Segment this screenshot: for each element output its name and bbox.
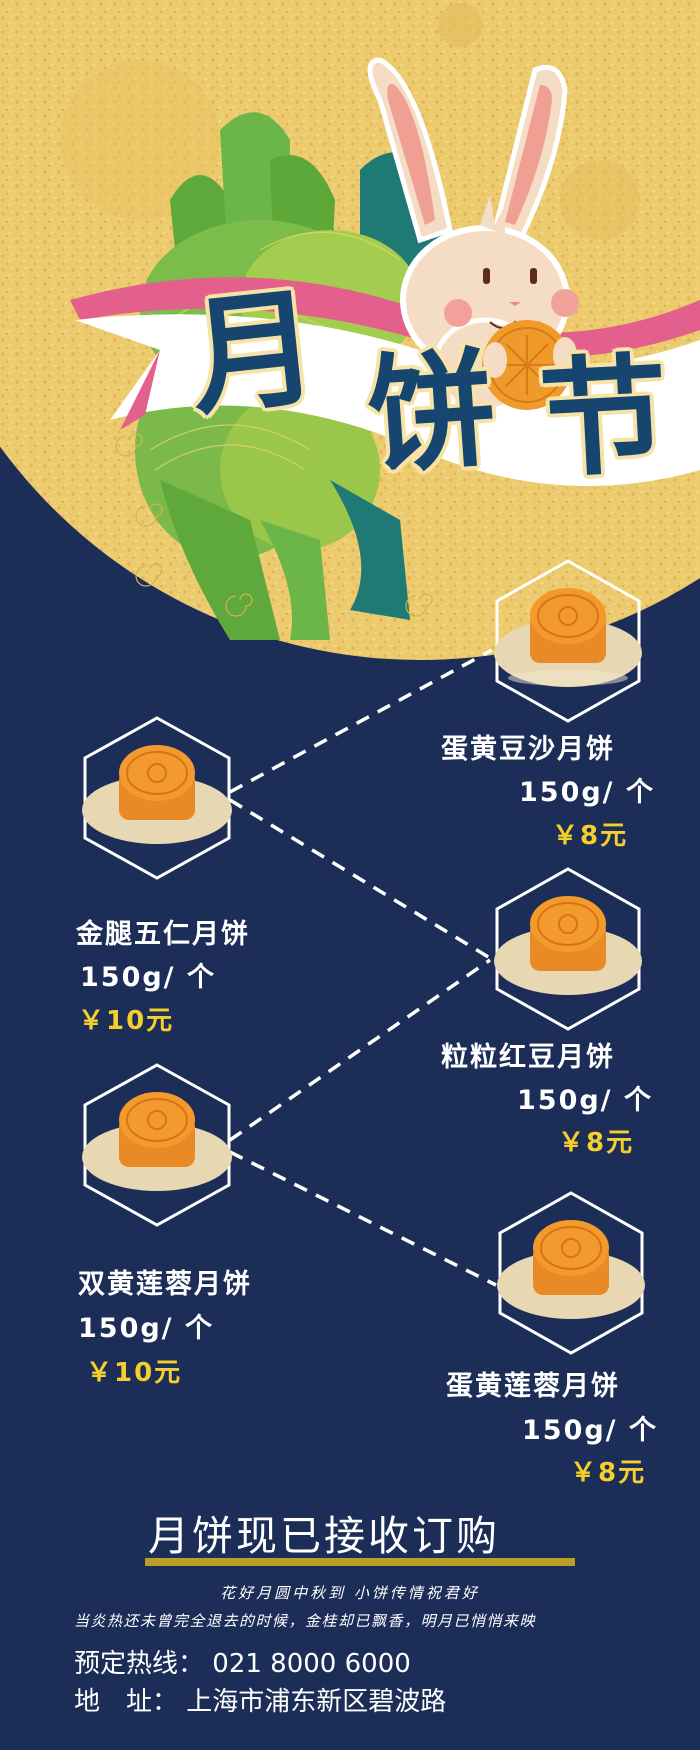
product-weight: 150g/ 个 [78, 1313, 214, 1344]
product-name: 双黄莲蓉月饼 [78, 1269, 252, 1300]
product-weight: 150g/ 个 [522, 1415, 658, 1446]
mooncake-hexagon-icon [497, 1191, 645, 1355]
mooncake-hexagon-icon [82, 716, 232, 880]
address-value: 上海市浦东新区碧波路 [186, 1687, 447, 1717]
address-label: 地 址： [74, 1687, 179, 1717]
heading-underline [145, 1558, 575, 1566]
header-artwork [0, 0, 700, 660]
product-name: 蛋黄豆沙月饼 [441, 734, 615, 765]
product-price: ￥10元 [78, 1006, 175, 1036]
product-weight: 150g/ 个 [517, 1085, 653, 1116]
product-name: 蛋黄莲蓉月饼 [446, 1371, 620, 1402]
product-weight: 150g/ 个 [519, 777, 655, 808]
hotline-label: 预定热线： [74, 1649, 205, 1679]
hotline-row: 预定热线： 021 8000 6000 [74, 1643, 411, 1680]
rabbit-mascot-icon [367, 57, 579, 413]
product-name: 金腿五仁月饼 [76, 919, 250, 950]
product-price: ￥10元 [86, 1358, 183, 1388]
order-now-heading: 月饼现已接收订购 [148, 1512, 500, 1560]
mooncake-hexagon-icon [494, 559, 642, 723]
slogan-line-1: 花好月圆中秋到 小饼传情祝君好 [220, 1584, 480, 1602]
product-price: ￥8元 [570, 1458, 647, 1488]
mooncake-hexagon-icon [494, 867, 642, 1031]
mooncake-hexagon-icon [82, 1063, 232, 1227]
product-weight: 150g/ 个 [80, 962, 216, 993]
address-row: 地 址： 上海市浦东新区碧波路 [74, 1681, 446, 1718]
product-price: ￥8元 [552, 821, 629, 851]
hotline-number[interactable]: 021 8000 6000 [212, 1649, 411, 1679]
slogan-line-2: 当炎热还未曾完全退去的时候，金桂却已飘香，明月已悄悄来映 [74, 1612, 537, 1630]
product-price: ￥8元 [558, 1128, 635, 1158]
product-name: 粒粒红豆月饼 [441, 1042, 615, 1073]
